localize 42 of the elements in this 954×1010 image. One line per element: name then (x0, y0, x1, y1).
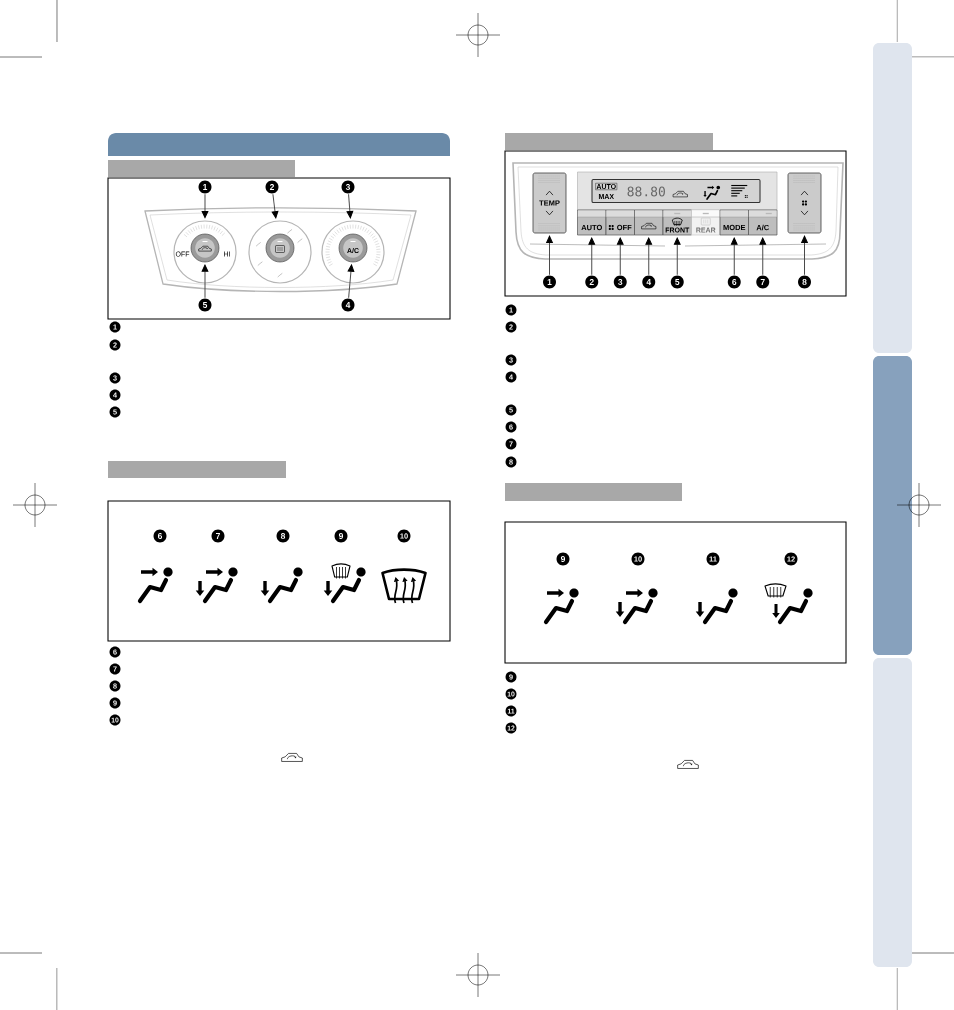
subheading-bar (108, 461, 286, 478)
callout-number: 6 (727, 275, 741, 289)
leader-line (730, 237, 738, 276)
rocker-switch (787, 172, 822, 234)
callout-number: 1 (198, 180, 212, 194)
callout-number: 6 (153, 529, 167, 543)
leader-line (201, 193, 209, 219)
side-tab (873, 43, 912, 353)
side-tab (873, 658, 912, 967)
knob-button (265, 233, 295, 263)
leader-line (759, 237, 767, 276)
leader-line (271, 193, 279, 219)
leader-line (801, 235, 808, 276)
subheading-bar (505, 483, 682, 501)
callout-number: 7 (211, 529, 225, 543)
callout-number: 8 (798, 275, 811, 289)
callout-number: 3 (613, 275, 627, 289)
subheading-bar (505, 133, 713, 150)
section-header-bar (108, 133, 450, 156)
callout-number: 5 (198, 298, 212, 312)
callout-number: 2 (585, 275, 599, 289)
leader-line (588, 237, 596, 276)
side-tab (873, 356, 912, 655)
leader-line (201, 264, 209, 299)
callout-number: 4 (341, 298, 355, 312)
leader-line (546, 235, 553, 276)
callout-number: 8 (276, 529, 290, 543)
leader-line (347, 264, 355, 299)
callout-number: 7 (756, 275, 770, 289)
subheading-bar (108, 160, 295, 177)
callout-number: 1 (543, 275, 556, 289)
callout-number: 9 (556, 552, 570, 566)
leader-line (616, 237, 624, 276)
callout-number: 2 (265, 180, 279, 194)
leader-line (645, 237, 653, 276)
callout-number: 5 (670, 275, 684, 289)
callout-number: 3 (341, 180, 355, 194)
callout-number: 9 (334, 529, 348, 543)
leader-line (346, 193, 354, 219)
leader-line (673, 237, 681, 276)
callout-number: 4 (642, 275, 656, 289)
knob-button (190, 233, 220, 263)
